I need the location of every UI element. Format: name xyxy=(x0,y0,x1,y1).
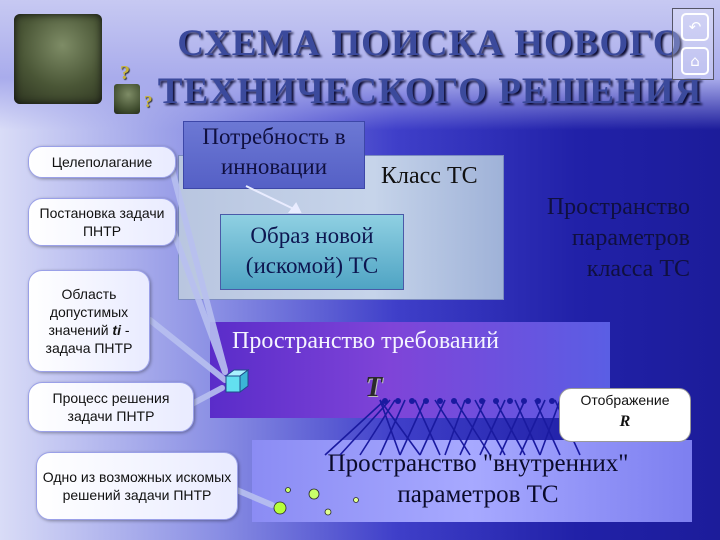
need-to-image-arrow xyxy=(245,185,301,213)
arrow-head xyxy=(288,202,302,213)
possible-solution-text: Одно из возможных искомых решений задачи… xyxy=(42,469,232,503)
thinker-statue-image xyxy=(14,14,102,104)
need-line: инновации xyxy=(220,154,328,179)
mapping-label-text: Отображение xyxy=(580,392,670,408)
connector-line xyxy=(147,317,228,383)
connector-line xyxy=(167,219,228,375)
parameter-space-line: параметров xyxy=(571,225,690,251)
task-statement-label: Постановка задачи ПНТР xyxy=(28,198,176,246)
mapping-lines xyxy=(324,398,581,456)
goal-setting-text: Целеполагание xyxy=(51,154,153,170)
solving-process-label: Процесс решения задачи ПНТР xyxy=(28,382,194,432)
class-ts-label: Класс ТС xyxy=(381,163,478,189)
mapping-label: Отображение R xyxy=(559,388,691,442)
need-line: Потребность в xyxy=(202,124,346,149)
task-statement-text: Постановка задачи ПНТР xyxy=(39,205,165,239)
connector-line xyxy=(229,485,275,508)
parameter-space-line: класса ТС xyxy=(586,256,690,282)
t-symbol: T xyxy=(365,372,383,403)
image-line: Образ новой xyxy=(250,223,374,248)
solution-dots xyxy=(273,487,359,516)
admissible-area-label: Область допустимых значений ti - задача … xyxy=(28,270,150,372)
home-icon[interactable]: ⌂ xyxy=(681,47,709,75)
solving-process-text: Процесс решения задачи ПНТР xyxy=(52,390,170,424)
need-for-innovation-box: Потребность в инновации xyxy=(183,121,365,189)
admissible-area-tail: - задача ПНТР xyxy=(45,322,133,356)
return-icon[interactable]: ↶ xyxy=(681,13,709,41)
goal-setting-label: Целеполагание xyxy=(28,146,176,178)
title-line-2: ТЕХНИЧЕСКОГО РЕШЕНИЯ xyxy=(157,71,703,112)
mapping-symbol: R xyxy=(619,413,631,430)
internal-line: Пространство "внутренних" xyxy=(327,450,629,477)
possible-solution-label: Одно из возможных искомых решений задачи… xyxy=(36,452,238,520)
new-ts-image-box: Образ новой (искомой) ТС xyxy=(220,214,404,290)
question-mark: ? xyxy=(144,92,153,111)
image-line: (искомой) ТС xyxy=(245,253,379,278)
thinker-statue-small-image xyxy=(114,84,140,114)
admissible-variable: ti xyxy=(112,322,121,338)
admissible-area-main: Область допустимых значений xyxy=(48,286,129,338)
connector-line xyxy=(187,385,225,408)
cube-icon xyxy=(224,369,250,393)
question-mark: ? xyxy=(120,62,130,84)
admissible-area-text: Область допустимых значений ti - задача … xyxy=(29,285,149,357)
connector-line xyxy=(167,159,228,373)
internal-line: параметров ТС xyxy=(397,481,559,508)
internal-parameters-label: Пространство "внутренних" параметров ТС xyxy=(288,448,668,510)
parameter-space-line: Пространство xyxy=(546,194,690,220)
requirements-space-label: Пространство требований xyxy=(232,328,500,354)
title-line-1: СХЕМА ПОИСКА НОВОГО xyxy=(177,23,683,64)
parameter-space-label: Пространство параметров класса ТС xyxy=(500,192,690,285)
nav-panel: ↶ ⌂ xyxy=(672,8,714,80)
